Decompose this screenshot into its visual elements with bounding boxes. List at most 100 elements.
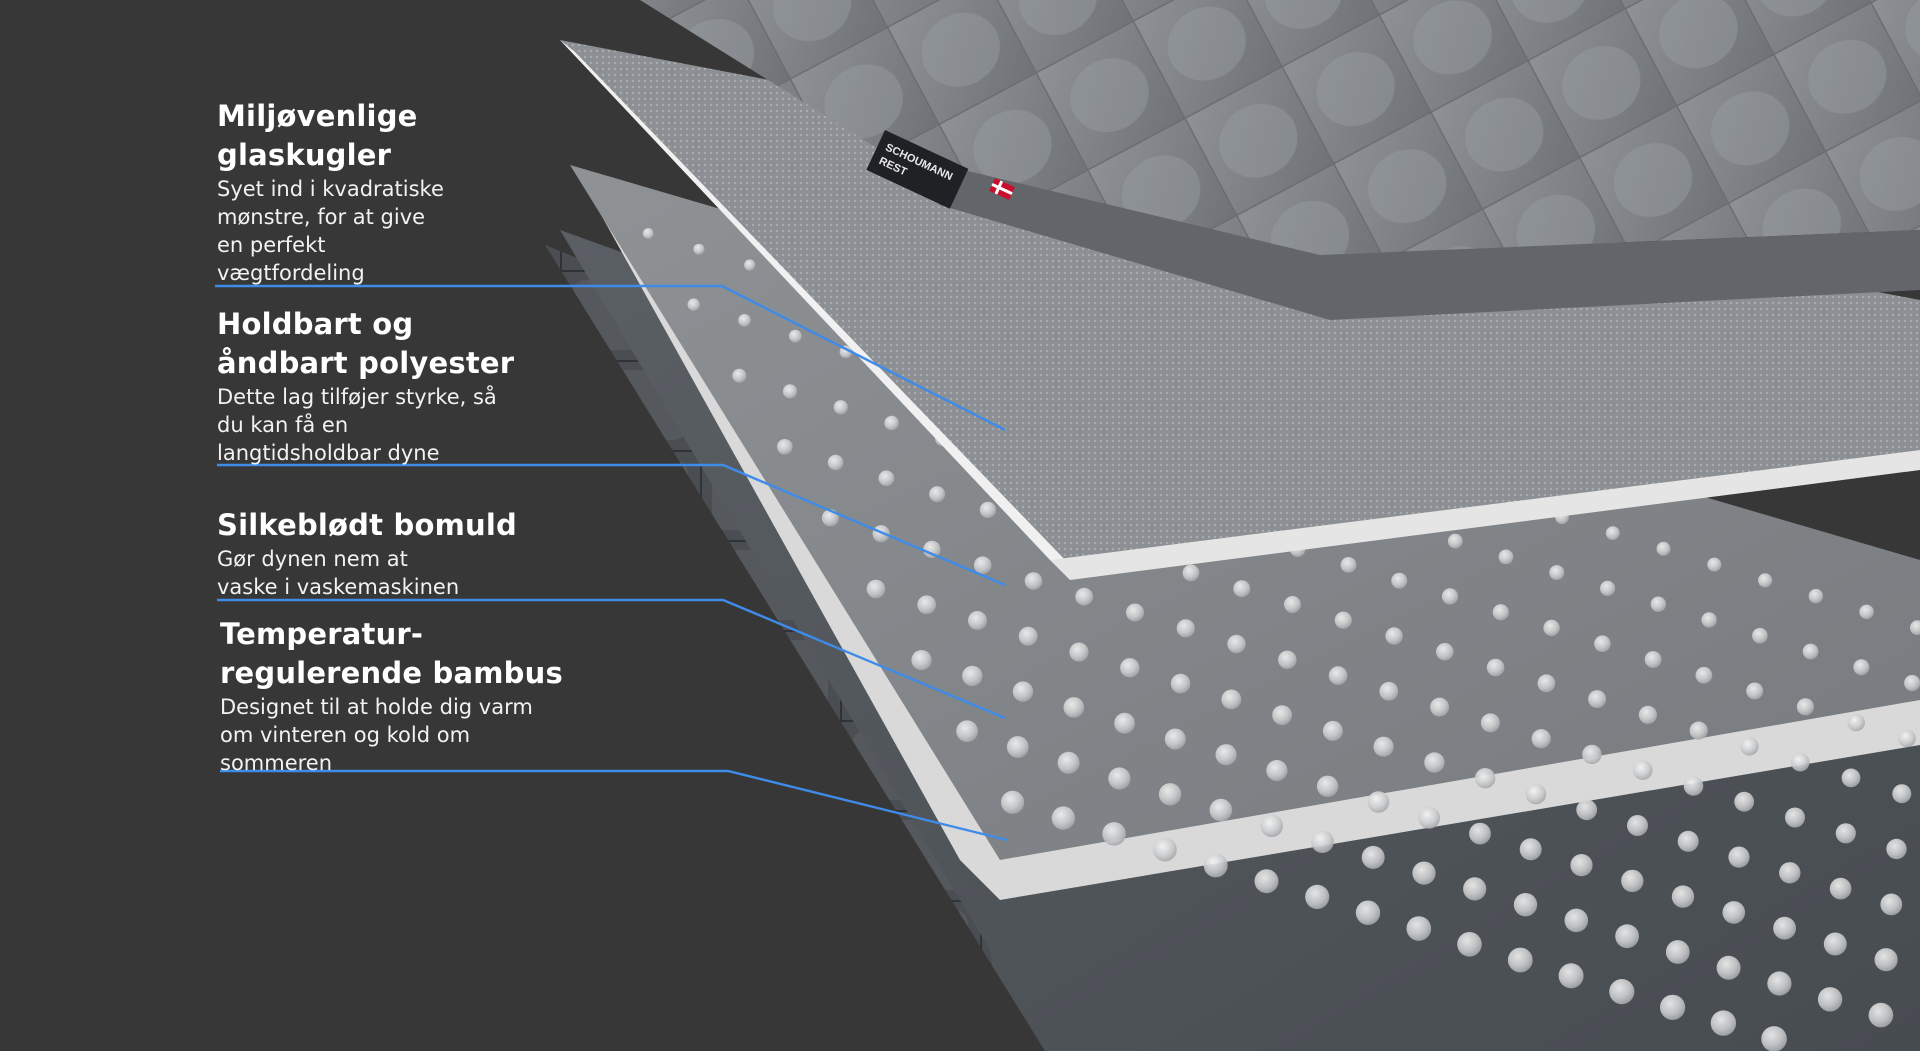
glass-bead bbox=[1424, 752, 1445, 773]
glass-bead bbox=[1457, 932, 1482, 957]
feature-cotton: Silkeblødt bomuld Gør dynen nem at vaske… bbox=[217, 506, 597, 601]
glass-bead bbox=[1716, 955, 1741, 980]
glass-bead bbox=[1728, 846, 1750, 868]
glass-bead bbox=[1209, 798, 1233, 822]
glass-bead bbox=[1507, 947, 1533, 973]
glass-bead bbox=[1665, 940, 1690, 964]
callout-line-bamboo bbox=[220, 769, 1008, 842]
glass-bead bbox=[1063, 697, 1085, 718]
callout-lines bbox=[215, 284, 1008, 842]
glass-bead bbox=[1492, 604, 1509, 621]
glass-bead bbox=[1650, 596, 1667, 612]
glass-bead bbox=[1051, 806, 1076, 830]
glass-bead bbox=[738, 314, 751, 327]
glass-bead bbox=[1910, 620, 1920, 636]
glass-bead bbox=[1773, 916, 1796, 940]
glass-bead bbox=[1892, 784, 1912, 804]
glass-bead bbox=[1176, 619, 1195, 638]
glass-bead bbox=[1537, 674, 1556, 693]
glass-bead bbox=[788, 329, 802, 343]
glass-bead bbox=[1328, 666, 1348, 685]
glass-bead bbox=[687, 298, 700, 311]
glass-bead bbox=[1874, 948, 1898, 972]
glass-bead bbox=[929, 486, 946, 503]
glass-bead bbox=[1701, 612, 1717, 628]
glass-bead bbox=[1340, 557, 1357, 573]
glass-bead bbox=[1817, 987, 1843, 1012]
glass-bead bbox=[782, 384, 798, 399]
glass-bead bbox=[1272, 705, 1292, 725]
glass-bead bbox=[1689, 721, 1708, 740]
glass-bead bbox=[923, 540, 941, 559]
glass-bead bbox=[1164, 728, 1186, 750]
glass-bead bbox=[642, 228, 654, 239]
glass-bead bbox=[1779, 862, 1801, 884]
glass-bead bbox=[1436, 643, 1454, 661]
glass-bead bbox=[1469, 822, 1491, 845]
glass-bead bbox=[1868, 1002, 1894, 1028]
glass-bead bbox=[1373, 736, 1394, 757]
glass-bead bbox=[732, 368, 747, 383]
glass-bead bbox=[1886, 838, 1907, 860]
glass-bead bbox=[1880, 893, 1903, 916]
feature-glass-beads: Miljøvenlige glaskugler Syet ind i kvadr… bbox=[217, 97, 597, 287]
glass-bead bbox=[777, 439, 793, 455]
glass-bead bbox=[1785, 807, 1805, 828]
glass-bead bbox=[1334, 611, 1352, 629]
glass-bead bbox=[1656, 541, 1671, 556]
glass-bead bbox=[1254, 869, 1279, 894]
glass-bead bbox=[1519, 838, 1542, 861]
glass-bead bbox=[1543, 619, 1560, 637]
glass-bead bbox=[1108, 767, 1131, 790]
glass-bead bbox=[956, 720, 978, 743]
glass-bead bbox=[1158, 783, 1182, 806]
glass-bead bbox=[1182, 564, 1200, 582]
glass-bead bbox=[1153, 837, 1177, 862]
glass-bead bbox=[1660, 994, 1686, 1020]
glass-bead bbox=[1600, 580, 1616, 597]
glass-bead bbox=[1767, 971, 1792, 996]
glass-bead bbox=[1311, 830, 1334, 853]
glass-bead bbox=[1594, 635, 1611, 652]
glass-bead bbox=[1746, 682, 1764, 700]
glass-bead bbox=[1638, 705, 1657, 725]
glass-bead bbox=[1671, 885, 1695, 908]
callout-line-cotton bbox=[217, 598, 1006, 720]
glass-bead bbox=[1621, 869, 1644, 893]
feature-description: Gør dynen nem at vaske i vaskemaskinen bbox=[217, 547, 460, 599]
glass-bead bbox=[1316, 775, 1339, 797]
glass-bead bbox=[1570, 854, 1593, 877]
glass-bead bbox=[1734, 791, 1755, 812]
glass-bead bbox=[968, 611, 987, 630]
glass-bead bbox=[744, 259, 756, 271]
glass-bead bbox=[1740, 737, 1759, 756]
feature-title: Miljøvenlige glaskugler bbox=[217, 99, 418, 172]
callout-line-polyester bbox=[217, 463, 1006, 587]
glass-bead bbox=[1695, 666, 1713, 684]
glass-bead bbox=[866, 579, 886, 599]
glass-bead bbox=[1170, 673, 1191, 694]
glass-bead bbox=[1322, 720, 1343, 741]
glass-bead bbox=[878, 470, 895, 487]
glass-bead bbox=[1644, 651, 1662, 668]
feature-title: Holdbart og åndbart polyester bbox=[217, 307, 515, 380]
feature-bamboo: Temperatur- regulerende bambus Designet … bbox=[220, 615, 640, 777]
glass-bead bbox=[1385, 627, 1403, 645]
glass-bead bbox=[1588, 690, 1607, 709]
feature-description: Designet til at holde dig varm om vinter… bbox=[220, 695, 533, 775]
glass-bead bbox=[1722, 901, 1746, 924]
glass-bead bbox=[973, 556, 992, 574]
glass-bead bbox=[1215, 744, 1237, 766]
feature-polyester: Holdbart og åndbart polyester Dette lag … bbox=[217, 305, 597, 467]
glass-bead bbox=[1752, 627, 1768, 644]
glass-bead bbox=[1904, 674, 1920, 692]
glass-bead bbox=[1367, 791, 1390, 813]
glass-bead bbox=[1006, 736, 1029, 758]
glass-bead bbox=[979, 501, 997, 518]
glass-bead bbox=[1823, 932, 1847, 956]
glass-bead bbox=[1841, 768, 1861, 788]
glass-bead bbox=[1796, 698, 1814, 716]
glass-bead bbox=[1829, 877, 1852, 900]
glass-bead bbox=[1835, 823, 1856, 844]
